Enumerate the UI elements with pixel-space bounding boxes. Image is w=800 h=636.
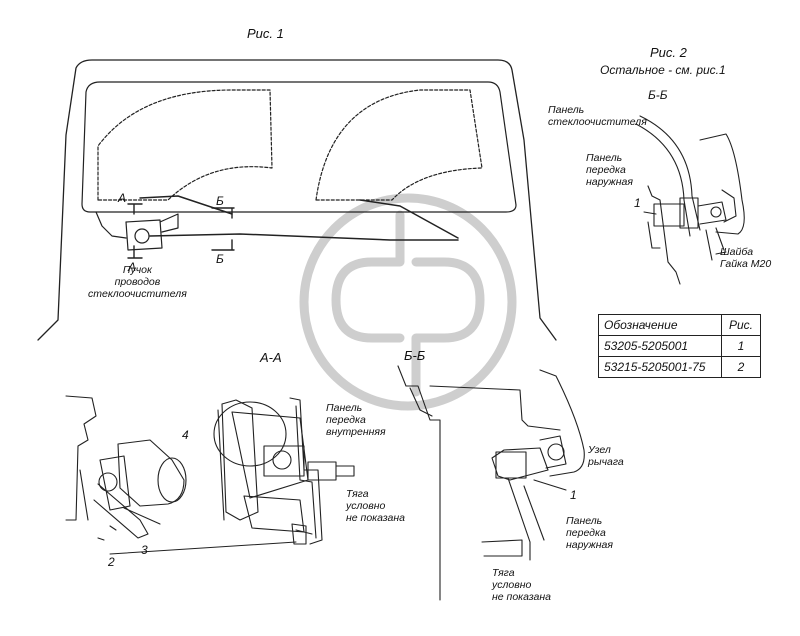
table-row: 53215-5205001-75 2 (598, 356, 761, 378)
section-a-bottom (127, 245, 143, 259)
view-aa (213, 397, 355, 545)
fig2-section-title: Б-Б (648, 88, 668, 102)
view-bb-panel-outer-label: Панель передка наружная (566, 515, 613, 551)
fig2-title: Рис. 2 (650, 45, 687, 60)
left-callout-3: 3 (141, 543, 148, 557)
section-a-top (127, 203, 143, 215)
watermark-logo (299, 193, 517, 411)
view-bb (397, 365, 585, 601)
spec-header-figure: Рис. (721, 314, 761, 336)
fig2-panel-front-outer-label: Панель передка наружная (586, 152, 633, 188)
view-aa-panel-inner-label: Панель передка внутренняя (326, 402, 386, 438)
view-aa-callout-4: 4 (182, 428, 189, 442)
fig2-note: Остальное - см. рис.1 (600, 63, 726, 77)
spec-table-header: Обозначение Рис. (598, 314, 761, 336)
left-motor-view (65, 395, 313, 555)
wiper-sweep-right (315, 89, 483, 201)
linkage-rod (149, 233, 459, 241)
motor-bracket (125, 219, 163, 251)
wiper-arm-right (359, 199, 459, 239)
spec-cell-figure: 1 (721, 335, 761, 357)
windshield (81, 81, 517, 213)
section-b-top (211, 207, 235, 219)
section-a-label-bottom: А (128, 260, 137, 274)
view-aa-rod-label: Тяга условно не показана (346, 488, 405, 524)
spec-cell-designation: 53205-5205001 (598, 335, 722, 357)
spec-cell-figure: 2 (721, 356, 761, 378)
fig2-callout-1: 1 (634, 196, 641, 210)
spec-header-designation: Обозначение (598, 314, 722, 336)
spec-table: Обозначение Рис. 53205-5205001 1 53215-5… (598, 314, 761, 378)
fig1-title: Рис. 1 (247, 26, 284, 41)
left-callout-2: 2 (108, 555, 115, 569)
fig2-panel-wiper-label: Панель стеклоочистителя (548, 104, 647, 128)
view-aa-title: А-А (260, 350, 282, 365)
spec-cell-designation: 53215-5205001-75 (598, 356, 722, 378)
view-bb-title: Б-Б (404, 348, 426, 363)
wiper-sweep-left (97, 89, 273, 201)
cab-outline (37, 59, 557, 341)
section-b-bottom (211, 239, 235, 251)
view-bb-callout-1: 1 (570, 488, 577, 502)
wire-harness-label: Пучок проводов стеклоочистителя (88, 264, 187, 300)
section-a-label-top: А (118, 191, 127, 205)
section-b-label-bottom: Б (216, 252, 224, 266)
table-row: 53205-5205001 1 (598, 335, 761, 357)
section-b-label-top: Б (216, 194, 224, 208)
view-bb-rod-label: Тяга условно не показана (492, 567, 551, 603)
wire-harness (95, 211, 127, 239)
fig2-washer-nut-label: Шайба Гайка М20 (720, 246, 772, 270)
view-bb-lever-unit-label: Узел рычага (588, 444, 624, 468)
fig2-detail (635, 115, 745, 285)
